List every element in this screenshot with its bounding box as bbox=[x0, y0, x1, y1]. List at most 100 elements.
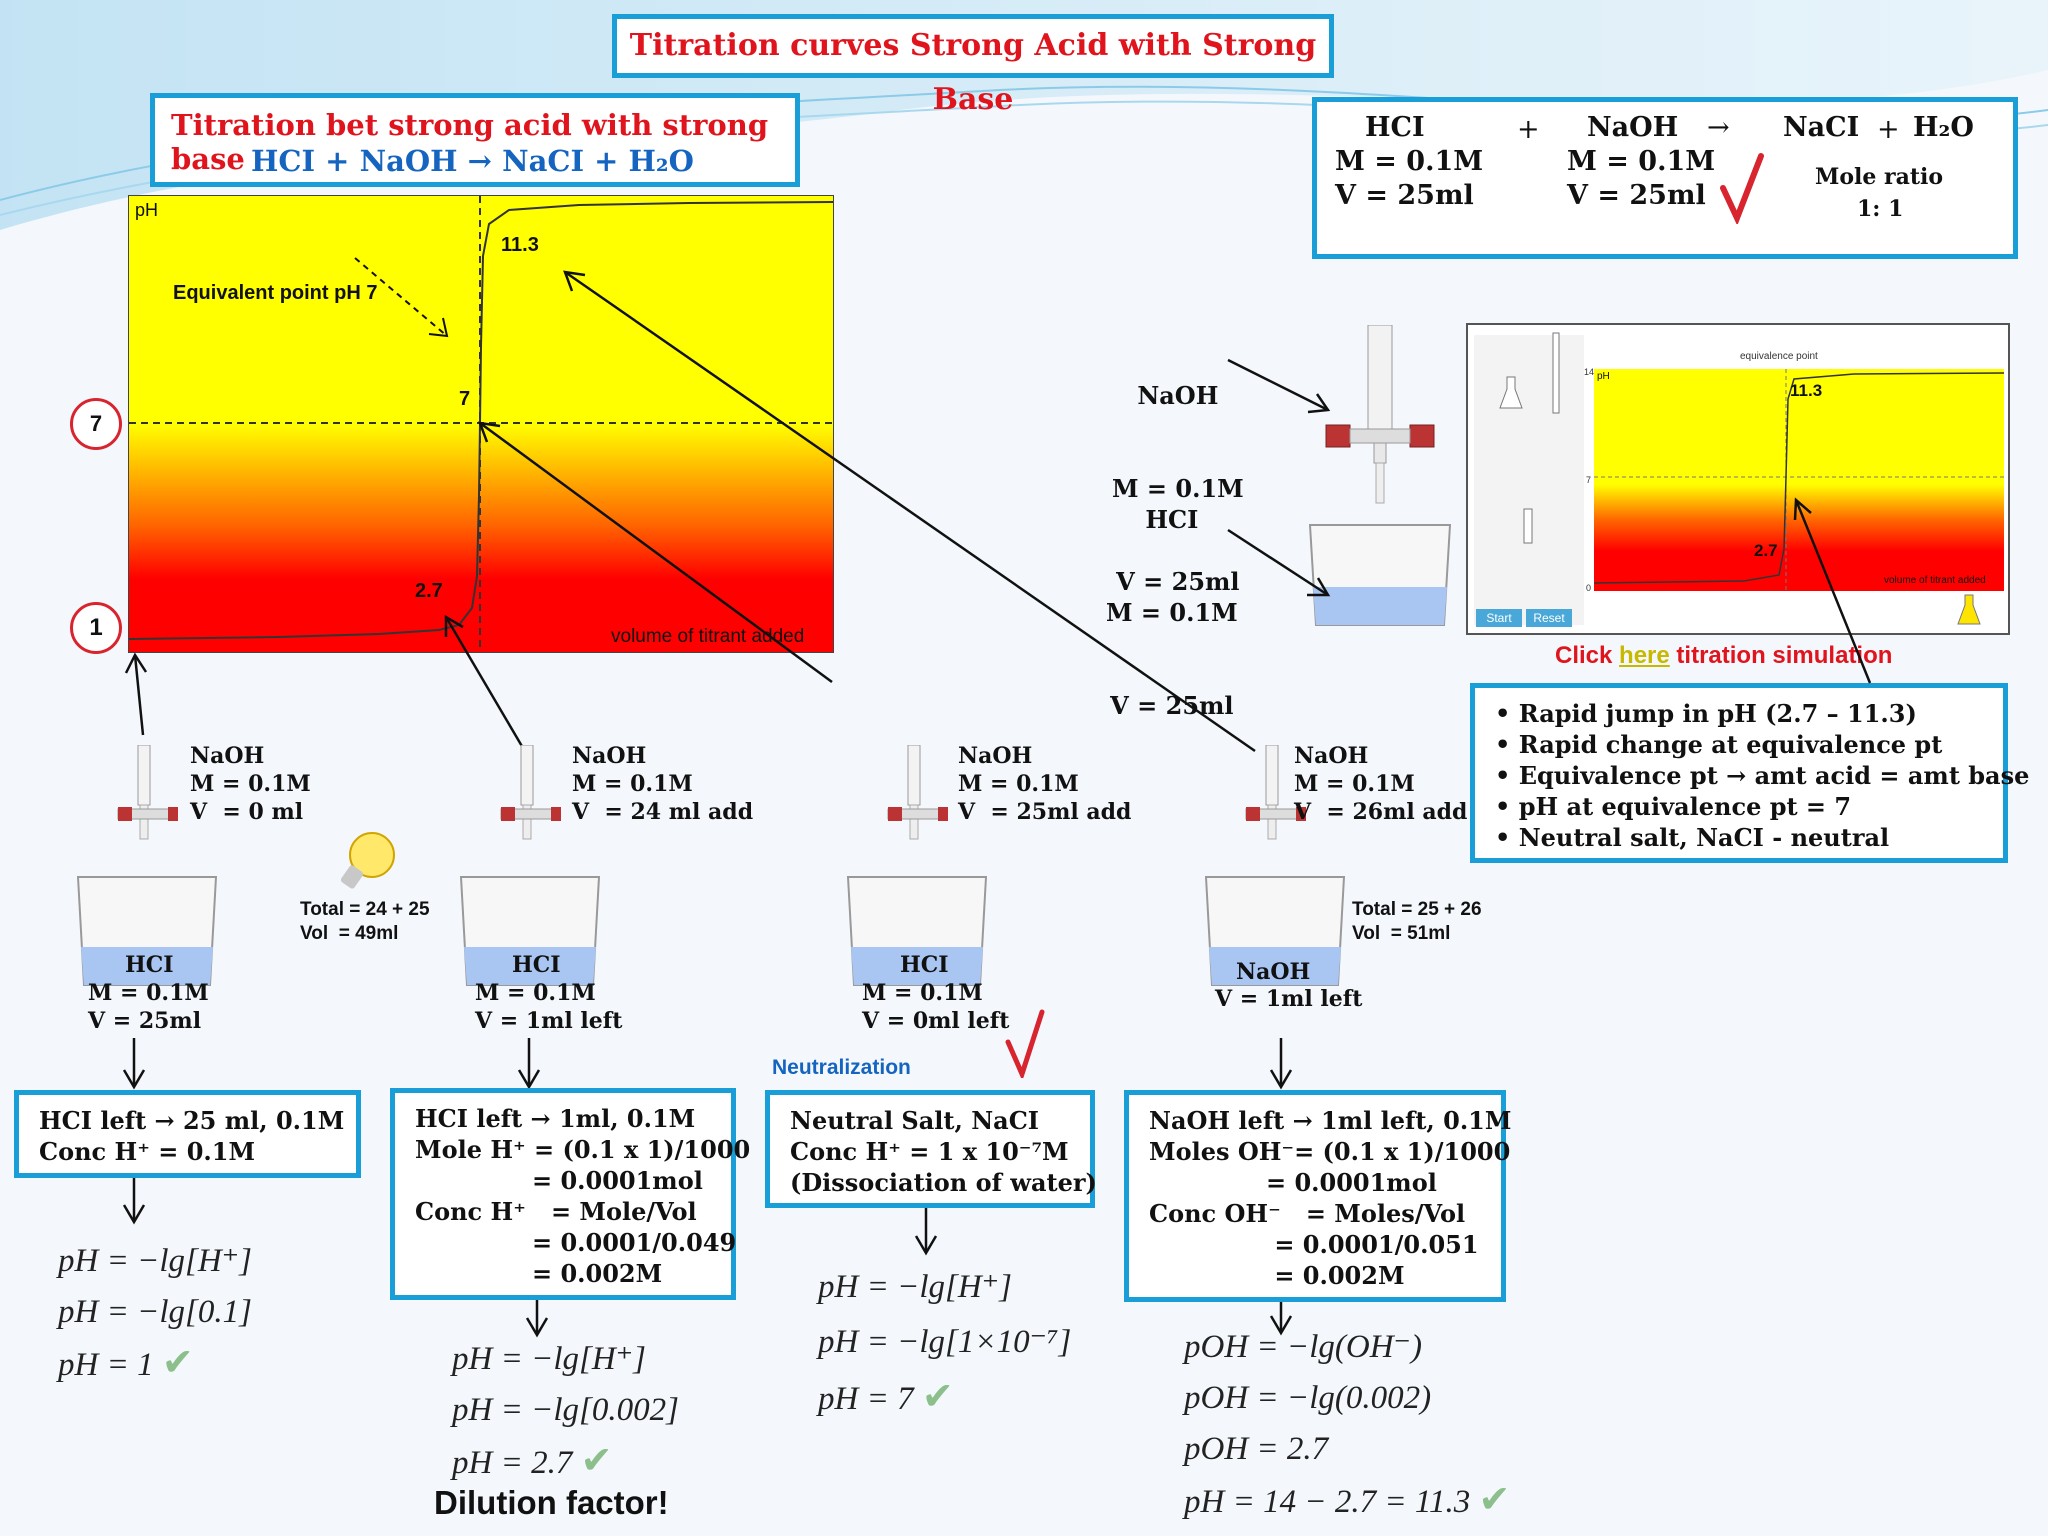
eq-naoh: NaOH bbox=[359, 144, 458, 178]
stage-4-math: pOH = −lg(OH⁻) pOH = −lg(0.002) pOH = 2.… bbox=[1184, 1322, 1510, 1528]
bullets-box: • Rapid jump in pH (2.7 – 11.3) • Rapid … bbox=[1470, 683, 2030, 863]
sim-header: equivalence point bbox=[1740, 351, 1818, 362]
eq-point-pointer-head bbox=[428, 317, 449, 338]
stage-3-apparatus bbox=[846, 745, 988, 986]
mole-ratio-label: Mole ratio bbox=[1815, 164, 1944, 190]
label-7: 7 bbox=[459, 388, 471, 410]
stage-4-beaker-label: NaOH bbox=[1236, 959, 1311, 985]
stage-4-math-1: pOH = −lg(OH⁻) bbox=[1184, 1329, 1422, 1365]
main-chart: pH volume of titrant added 11.3 Equivale… bbox=[128, 195, 834, 653]
stage-2-apparatus bbox=[459, 745, 601, 986]
title-box: Titration curves Strong Acid with Strong… bbox=[612, 14, 1334, 117]
stage-4-apparatus bbox=[1204, 745, 1346, 986]
marker-1: 1 bbox=[70, 602, 122, 654]
apparatus-burette-beaker bbox=[1308, 325, 1452, 626]
reaction-naoh-v: V = 25ml bbox=[1567, 180, 1706, 211]
apparatus-hcl-m: M = 0.1M bbox=[1106, 598, 1238, 627]
stage-3-burette-label: NaOH M = 0.1M V = 25ml add bbox=[958, 743, 1132, 825]
stage-3-checkmark-icon bbox=[1005, 1009, 1045, 1078]
bullet-5: • Neutral salt, NaCI - neutral bbox=[1495, 823, 1890, 852]
stage-4-math-3: pOH = 2.7 bbox=[1184, 1431, 1329, 1467]
bullet-2: • Rapid change at equivalence pt bbox=[1495, 730, 1943, 759]
label-11-3: 11.3 bbox=[501, 234, 539, 256]
eq-h2o: H₂O bbox=[628, 144, 694, 178]
eq-point-pointer bbox=[354, 257, 448, 337]
bullet-4: • pH at equivalence pt = 7 bbox=[1495, 792, 1852, 821]
stage-3-math-3: pH = 7 ✔ bbox=[818, 1376, 954, 1418]
sim-flask-icon bbox=[1499, 376, 1523, 409]
eq-arrow: → bbox=[467, 144, 492, 178]
simulation-thumbnail[interactable]: Start Reset equivalence point 14 7 0 pH … bbox=[1466, 323, 2010, 635]
simulation-link-line: Click here titration simulation bbox=[1555, 642, 1892, 670]
page-title: Titration curves Strong Acid with Strong… bbox=[629, 28, 1317, 117]
reaction-h2o: H₂O bbox=[1913, 112, 1974, 143]
stage-2-box-text: HCI left → 1ml, 0.1M Mole H⁺ = (0.1 x 1)… bbox=[415, 1104, 751, 1288]
stage-2-beaker-sub: M = 0.1M V = 1ml left bbox=[475, 980, 623, 1034]
stage-3-beaker-label: HCI bbox=[900, 952, 949, 978]
label-2-7: 2.7 bbox=[415, 580, 443, 602]
sim-ph: pH bbox=[1597, 371, 1610, 382]
chart-xlabel: volume of titrant added bbox=[611, 626, 805, 647]
stage-4-math-4: pH = 14 − 2.7 = 11.3 ✔ bbox=[1184, 1479, 1511, 1521]
reaction-hcl-m: M = 0.1M bbox=[1335, 146, 1484, 177]
sim-start-button[interactable]: Start bbox=[1476, 609, 1522, 627]
sim-11-3: 11.3 bbox=[1790, 381, 1823, 400]
reaction-hcl-v: V = 25ml bbox=[1335, 180, 1474, 211]
marker-7: 7 bbox=[70, 398, 122, 450]
sim-axis-14: 14 bbox=[1584, 367, 1595, 377]
sim-xlabel: volume of titrant added bbox=[1884, 575, 1986, 586]
bullet-3: • Equivalence pt → amt acid = amt base bbox=[1495, 761, 2030, 790]
subtitle-line: Titration bet strong acid with strong ba… bbox=[171, 108, 769, 176]
stage-1-box: HCI left → 25 ml, 0.1M Conc H⁺ = 0.1M bbox=[14, 1090, 361, 1178]
reaction-arrow: → bbox=[1707, 112, 1730, 143]
reaction-nacl: NaCI bbox=[1783, 112, 1860, 143]
stage-4-beaker-sub: V = 1ml left bbox=[1215, 986, 1363, 1012]
marker-7-text: 7 bbox=[89, 411, 103, 436]
bullet-1: • Rapid jump in pH (2.7 – 11.3) bbox=[1495, 699, 1917, 728]
stage-1-burette-label: NaOH M = 0.1M V = 0 ml bbox=[190, 743, 311, 825]
sim-start-label: Start bbox=[1486, 611, 1512, 625]
stage-1-beaker-label: HCI bbox=[125, 952, 174, 978]
stage-3-box: Neutral Salt, NaCI Conc H⁺ = 1 x 10⁻⁷M (… bbox=[765, 1090, 1097, 1208]
apparatus-naoh: NaOH bbox=[1137, 381, 1219, 410]
check-icon: ✔ bbox=[161, 1342, 194, 1384]
sim-small-flask-icon bbox=[1957, 594, 1981, 625]
stage-4-math-2: pOH = −lg(0.002) bbox=[1184, 1380, 1432, 1416]
stage-2-burette-label: NaOH M = 0.1M V = 24 ml add bbox=[572, 743, 754, 825]
stage-2-math: pH = −lg[H⁺] pH = −lg[0.002] pH = 2.7 ✔ bbox=[452, 1334, 679, 1489]
neutralization-label: Neutralization bbox=[772, 1056, 911, 1079]
stage-4-total: Total = 25 + 26 Vol = 51ml bbox=[1352, 899, 1482, 944]
stage-1-beaker-sub: M = 0.1M V = 25ml bbox=[88, 980, 209, 1034]
reaction-hcl: HCI bbox=[1365, 112, 1425, 143]
check-icon: ✔ bbox=[1478, 1479, 1511, 1521]
sim-chart: pH 11.3 2.7 volume of titrant added bbox=[1594, 369, 2004, 591]
sim-link-rest: titration simulation bbox=[1676, 642, 1893, 669]
stage-4-burette-label: NaOH M = 0.1M V = 26ml add bbox=[1294, 743, 1468, 825]
sim-reset-button[interactable]: Reset bbox=[1526, 609, 1572, 627]
lightbulb-icon bbox=[340, 832, 395, 889]
stage-3-math: pH = −lg[H⁺] pH = −lg[1×10⁻⁷] pH = 7 ✔ bbox=[818, 1260, 1071, 1427]
sim-sidebar bbox=[1474, 335, 1584, 625]
chart-ylabel: pH bbox=[135, 200, 159, 220]
mole-ratio-value: 1: 1 bbox=[1857, 196, 1904, 222]
stage-3-math-2: pH = −lg[1×10⁻⁷] bbox=[818, 1324, 1072, 1360]
apparatus-hcl-label: HCI M = 0.1M V = 25ml bbox=[1106, 442, 1238, 752]
stage-4-box-text: NaOH left → 1ml left, 0.1M Moles OH⁻= (0… bbox=[1149, 1106, 1512, 1290]
stage-2-math-1: pH = −lg[H⁺] bbox=[452, 1341, 646, 1377]
reaction-plus-2: + bbox=[1877, 114, 1900, 145]
eq-point-label: Equivalent point pH 7 bbox=[173, 282, 378, 304]
stage-2-math-2: pH = −lg[0.002] bbox=[452, 1392, 679, 1428]
stage-1-math-1: pH = −lg[H⁺] bbox=[58, 1243, 252, 1279]
apparatus-hcl: HCI bbox=[1145, 505, 1199, 534]
sim-curve bbox=[1594, 369, 2004, 591]
eq-hcl: HCI + bbox=[251, 144, 350, 178]
reaction-naoh: NaOH bbox=[1587, 112, 1679, 143]
stage-1-box-text: HCI left → 25 ml, 0.1M Conc H⁺ = 0.1M bbox=[39, 1106, 345, 1166]
sim-2-7: 2.7 bbox=[1754, 541, 1778, 560]
chart-svg bbox=[129, 196, 833, 652]
check-icon: ✔ bbox=[921, 1376, 954, 1418]
stage-4-box: NaOH left → 1ml left, 0.1M Moles OH⁻= (0… bbox=[1124, 1090, 1512, 1302]
reaction-plus: + bbox=[1517, 114, 1540, 145]
stage-2-total: Total = 24 + 25 Vol = 49ml bbox=[300, 899, 430, 944]
sim-here-link[interactable]: here bbox=[1619, 642, 1670, 669]
